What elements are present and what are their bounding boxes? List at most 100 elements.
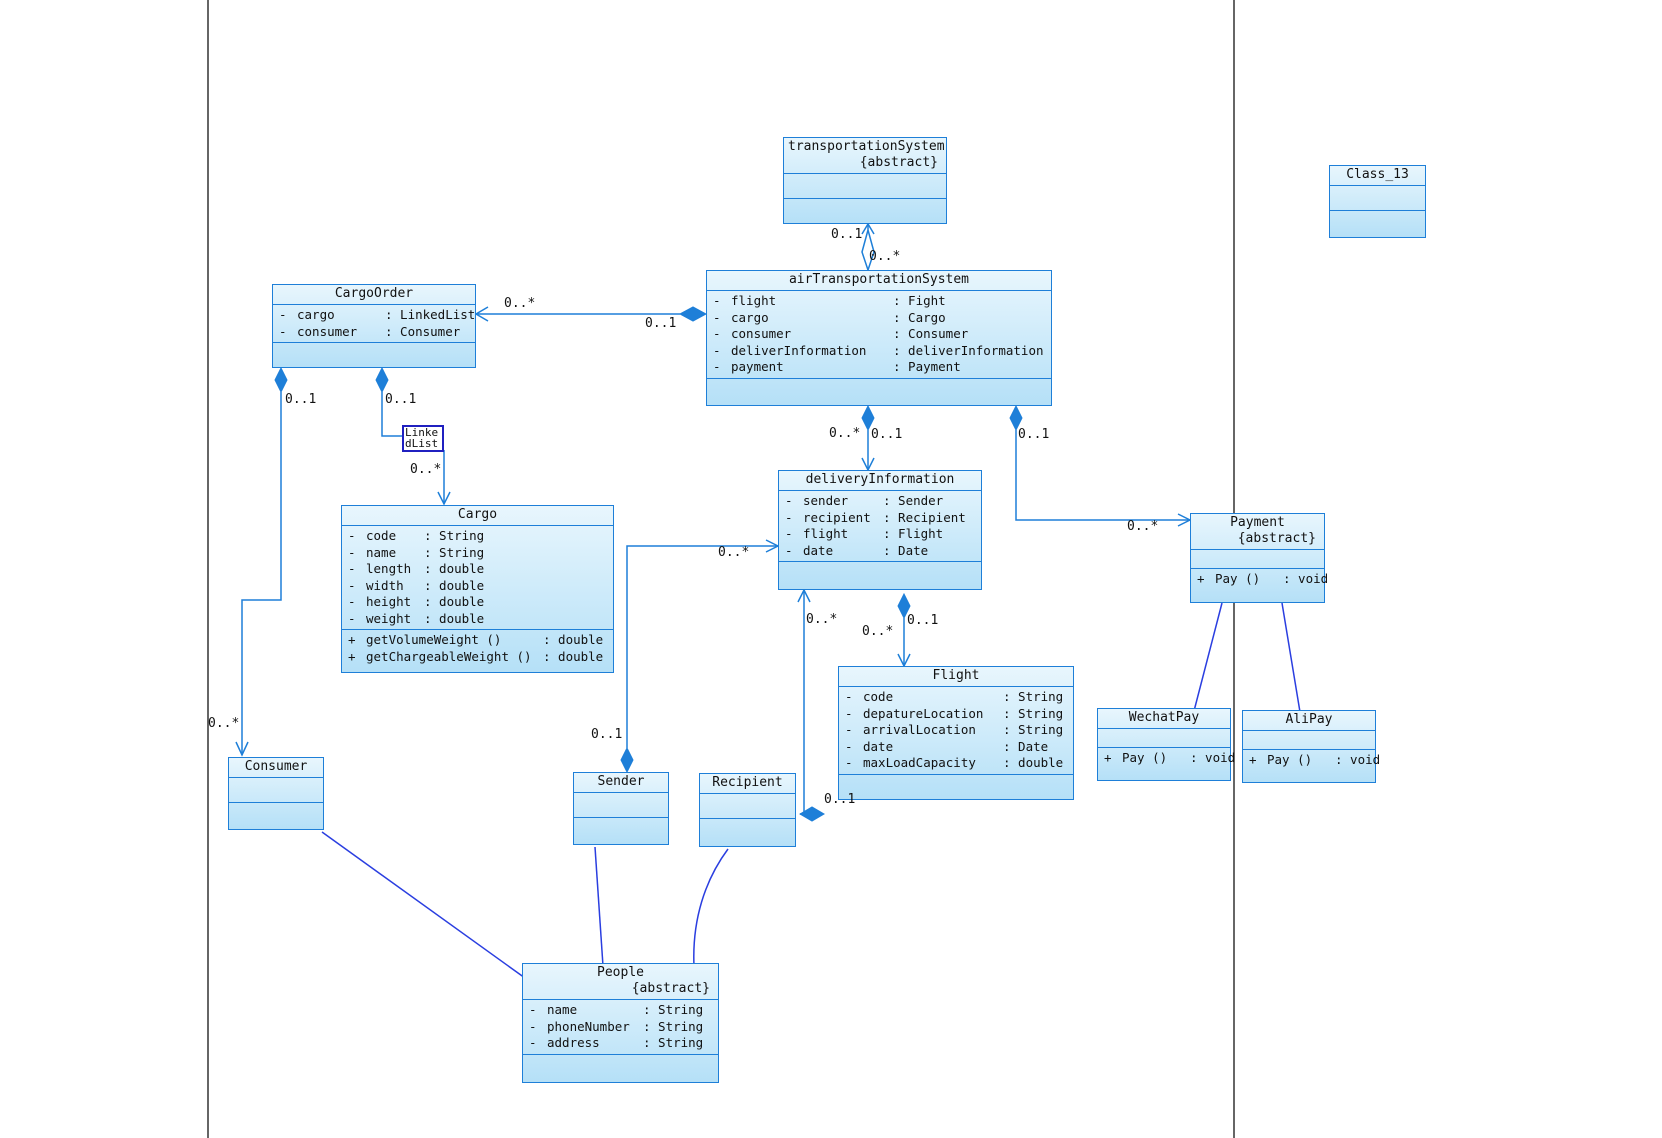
attribute-row[interactable]: -phoneNumber: String — [529, 1019, 712, 1036]
visibility-marker: - — [348, 544, 356, 560]
class-name: Consumer — [244, 759, 308, 774]
class-class13[interactable]: Class_13 — [1329, 165, 1426, 238]
attribute-row[interactable]: -address: String — [529, 1035, 712, 1052]
assoc-cargoorder-cargo[interactable] — [381, 392, 445, 504]
attribute-row[interactable]: -date: Date — [785, 543, 975, 560]
diamond-recipient — [799, 806, 825, 822]
attribute-row[interactable]: -consumer: Consumer — [279, 324, 469, 341]
attribute-row[interactable]: -code: String — [348, 528, 607, 545]
diamond-air-cargoorder — [678, 306, 708, 322]
member-type: : Fight — [893, 293, 946, 308]
attribute-row[interactable]: -recipient: Recipient — [785, 510, 975, 527]
class-delivery-information[interactable]: deliveryInformation -sender: Sender-reci… — [778, 470, 982, 590]
attribute-row[interactable]: -depatureLocation: String — [845, 706, 1067, 723]
attribute-row[interactable]: -length: double — [348, 561, 607, 578]
visibility-marker: - — [845, 689, 853, 704]
class-header: transportationSystem {abstract} — [784, 138, 946, 174]
visibility-marker: - — [279, 323, 287, 339]
line-recipient-people[interactable] — [693, 848, 729, 967]
class-air-transportation-system[interactable]: airTransportationSystem -flight: Fight-c… — [706, 270, 1052, 406]
attribute-row[interactable]: -date: Date — [845, 739, 1067, 756]
visibility-marker: - — [348, 561, 356, 576]
class-header: Class_13 — [1330, 166, 1425, 186]
attribute-row[interactable]: -weight: double — [348, 611, 607, 628]
class-flight[interactable]: Flight -code: String-depatureLocation: S… — [838, 666, 1074, 800]
assoc-air-cargoorder-arrow — [474, 306, 489, 322]
operations-section — [1330, 211, 1425, 229]
class-transportation-system[interactable]: transportationSystem {abstract} — [783, 137, 947, 224]
member-name: date — [863, 738, 894, 754]
visibility-marker: - — [785, 526, 793, 541]
assoc-air-payment[interactable] — [1015, 430, 1190, 521]
member-name: name — [366, 544, 397, 560]
attribute-row[interactable]: -payment: Payment — [713, 359, 1045, 376]
attribute-row[interactable]: -deliverInformation: deliverInformation — [713, 343, 1045, 360]
attribute-row[interactable]: -flight: Fight — [713, 293, 1045, 310]
qualifier-box: Linke dList — [402, 425, 444, 452]
class-sender[interactable]: Sender — [573, 772, 669, 845]
attributes-section: -code: String-name: String-length: doubl… — [342, 526, 613, 630]
class-wechat-pay[interactable]: WechatPay +Pay (): void — [1097, 708, 1235, 781]
attribute-row[interactable]: -flight: Flight — [785, 526, 975, 543]
mult-co-consumer-top: 0..1 — [285, 392, 317, 407]
attribute-row[interactable]: -height: double — [348, 594, 607, 611]
attribute-row[interactable]: -sender: Sender — [785, 493, 975, 510]
member-name: deliverInformation — [731, 342, 867, 358]
line-payment-alipay[interactable] — [1281, 602, 1301, 713]
diamond-cargoorder-cargo — [375, 366, 389, 394]
operation-row[interactable]: +getVolumeWeight (): double — [348, 632, 607, 649]
operation-row[interactable]: +Pay (): void — [1104, 750, 1235, 767]
attribute-row[interactable]: -name: String — [529, 1002, 712, 1019]
attributes-section — [700, 794, 795, 819]
visibility-marker: - — [713, 342, 721, 358]
member-name: getVolumeWeight () — [366, 632, 502, 647]
visibility-marker: - — [845, 755, 853, 770]
operation-row[interactable]: +Pay (): void — [1197, 571, 1328, 588]
assoc-recipient-delivery[interactable] — [800, 590, 805, 815]
line-sender-people[interactable] — [594, 846, 604, 967]
member-name: flight — [803, 526, 849, 541]
class-ali-pay[interactable]: AliPay +Pay (): void — [1242, 710, 1380, 783]
member-type: : double — [424, 594, 485, 609]
operation-row[interactable]: +getChargeableWeight (): double — [348, 649, 607, 666]
member-name: code — [863, 689, 894, 704]
class-name: AliPay — [1285, 712, 1333, 727]
attribute-row[interactable]: -cargo: LinkedList — [279, 307, 475, 324]
mult-co-cargo-top: 0..1 — [385, 392, 417, 407]
member-name: height — [366, 594, 412, 609]
visibility-marker: - — [785, 493, 793, 508]
member-name: maxLoadCapacity — [863, 755, 976, 770]
class-cargo[interactable]: Cargo -code: String-name: String-length:… — [341, 505, 614, 673]
member-type: : Recipient — [883, 509, 966, 525]
attribute-row[interactable]: -cargo: Cargo — [713, 310, 1045, 327]
member-name: Pay () — [1215, 571, 1261, 586]
class-recipient[interactable]: Recipient — [699, 773, 796, 847]
operations-section — [523, 1055, 718, 1073]
visibility-marker: - — [845, 738, 853, 754]
operations-section: +Pay (): void — [1243, 750, 1380, 771]
member-type: : double — [424, 561, 485, 576]
attribute-row[interactable]: -code: String — [845, 689, 1067, 706]
attribute-row[interactable]: -name: String — [348, 545, 607, 562]
attributes-section — [229, 778, 323, 803]
mult-delivery-flight-top: 0..1 — [907, 613, 939, 628]
line-payment-wechatpay[interactable] — [1193, 602, 1223, 712]
class-people[interactable]: People {abstract} -name: String-phoneNum… — [522, 963, 719, 1083]
attribute-row[interactable]: -maxLoadCapacity: double — [845, 755, 1067, 772]
visibility-marker: - — [713, 326, 721, 341]
assoc-sender-delivery[interactable] — [626, 545, 778, 748]
attribute-row[interactable]: -arrivalLocation: String — [845, 722, 1067, 739]
visibility-marker: - — [529, 1002, 537, 1017]
class-cargo-order[interactable]: CargoOrder -cargo: LinkedList-consumer: … — [272, 284, 476, 368]
attribute-row[interactable]: -consumer: Consumer — [713, 326, 1045, 343]
attributes-section: -name: String-phoneNumber: String-addres… — [523, 1000, 718, 1055]
member-name: code — [366, 528, 397, 543]
line-consumer-people[interactable] — [321, 831, 526, 979]
class-consumer[interactable]: Consumer — [228, 757, 324, 830]
visibility-marker: - — [529, 1035, 537, 1050]
class-payment[interactable]: Payment {abstract} +Pay (): void — [1190, 513, 1328, 603]
attribute-row[interactable]: -width: double — [348, 578, 607, 595]
assoc-cargoorder-consumer[interactable] — [241, 392, 282, 755]
operation-row[interactable]: +Pay (): void — [1249, 752, 1380, 769]
mult-air-payment-bottom: 0..* — [1127, 519, 1159, 534]
